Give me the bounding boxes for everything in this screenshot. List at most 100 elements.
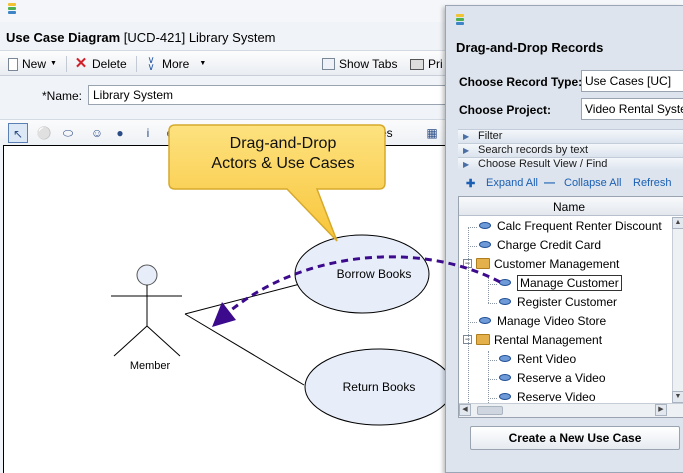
tree-connector xyxy=(468,322,477,323)
new-button-label: New xyxy=(22,57,47,71)
tree-item-label: Rent Video xyxy=(517,352,577,366)
tree-item-label: Customer Management xyxy=(494,257,620,271)
scroll-right-icon[interactable]: ▶ xyxy=(655,404,667,416)
folder-icon xyxy=(476,334,490,346)
tree-item[interactable]: Rent Video xyxy=(499,350,576,369)
use-case-icon xyxy=(479,241,491,249)
new-document-icon xyxy=(8,57,18,71)
tree-connector xyxy=(488,284,497,285)
tree-toolbar: ✚ Expand All — Collapse All Refresh xyxy=(458,174,683,194)
print-button[interactable]: Pri xyxy=(410,55,443,73)
tree-connector xyxy=(468,227,477,228)
more-button[interactable]: ∨∨ More ▼ xyxy=(144,55,206,73)
tree-item[interactable]: Reserve Video xyxy=(499,388,596,407)
scroll-up-icon[interactable]: ▲ xyxy=(672,217,683,229)
create-new-use-case-label: Create a New Use Case xyxy=(508,431,642,445)
show-tabs-label: Show Tabs xyxy=(339,57,398,71)
actor-label: Member xyxy=(130,360,171,372)
printer-icon xyxy=(410,58,424,70)
toolbar-divider xyxy=(136,56,137,72)
collapse-toggle-icon[interactable]: − xyxy=(463,334,472,345)
name-row: *Name: xyxy=(0,80,683,110)
chevron-down-icon: ▼ xyxy=(199,60,207,67)
page-title: Use Case Diagram [UCD-421] Library Syste… xyxy=(6,30,276,45)
tree-connector xyxy=(468,227,469,403)
result-view-section[interactable]: Choose Result View / Find xyxy=(458,157,683,171)
use-case-icon xyxy=(499,279,511,287)
app-logo-icon xyxy=(8,3,16,17)
project-select[interactable]: Video Rental System xyxy=(581,98,683,120)
search-records-section[interactable]: Search records by text xyxy=(458,143,683,157)
panel-logo-icon xyxy=(456,14,464,28)
name-input[interactable] xyxy=(88,85,448,105)
scroll-down-icon[interactable]: ▼ xyxy=(672,391,683,403)
filter-section[interactable]: Filter xyxy=(458,129,683,143)
tree-item[interactable]: Register Customer xyxy=(499,293,617,312)
more-button-label: More xyxy=(162,57,190,71)
use-case-group-tool-icon[interactable]: ● xyxy=(116,126,124,140)
tree-folder[interactable]: −Customer Management xyxy=(463,255,619,274)
tree-item-label: Manage Video Store xyxy=(497,314,607,328)
tree-connector xyxy=(488,275,489,303)
use-case-label: Borrow Books xyxy=(337,267,412,281)
record-type-label: Choose Record Type: xyxy=(459,75,583,89)
tree-folder[interactable]: −Rental Management xyxy=(463,331,602,350)
scroll-left-icon[interactable]: ◀ xyxy=(459,404,471,416)
tree-connector xyxy=(488,351,489,407)
use-case-icon xyxy=(499,393,511,401)
panel-title: Drag-and-Drop Records xyxy=(456,40,604,55)
collapse-all-link[interactable]: Collapse All xyxy=(564,177,622,189)
folder-icon xyxy=(476,258,490,270)
callout-text: Drag-and-Drop Actors & Use Cases xyxy=(185,134,381,174)
actor-group-tool-icon[interactable]: ☺ xyxy=(90,126,104,140)
select-pointer-tool[interactable]: ↖ xyxy=(8,123,28,143)
delete-button-label: Delete xyxy=(92,57,127,71)
tree-connector xyxy=(488,398,497,399)
drag-and-drop-records-panel: Drag-and-Drop Records Choose Record Type… xyxy=(445,5,683,473)
record-type-select[interactable]: Use Cases [UC] xyxy=(581,70,683,92)
show-tabs-button[interactable]: Show Tabs xyxy=(322,55,397,73)
expand-all-icon: ✚ xyxy=(466,178,476,190)
tree-item[interactable]: Charge Credit Card xyxy=(479,236,601,255)
tree-item-label: Reserve a Video xyxy=(517,371,606,385)
use-case-icon xyxy=(499,374,511,382)
callout-line1: Drag-and-Drop xyxy=(229,135,337,152)
actor-member[interactable] xyxy=(111,264,182,357)
use-case-label: Return Books xyxy=(343,380,416,394)
tree-item[interactable]: Calc Frequent Renter Discount xyxy=(479,217,662,236)
chevron-down-icon: ▼ xyxy=(50,60,57,67)
tree-item-label: Calc Frequent Renter Discount xyxy=(497,219,662,233)
use-case-tool-icon[interactable]: ⬭ xyxy=(62,126,74,140)
horizontal-scroll-thumb[interactable] xyxy=(477,406,503,415)
name-column-label: Name xyxy=(552,200,585,214)
refresh-link[interactable]: Refresh xyxy=(633,177,672,189)
create-new-use-case-button[interactable]: Create a New Use Case xyxy=(470,426,680,450)
actor-tool-icon[interactable]: ⚪ xyxy=(36,126,52,140)
page-title-type: Use Case Diagram xyxy=(6,30,121,45)
double-chevron-down-icon: ∨∨ xyxy=(147,55,155,73)
use-case-icon xyxy=(479,222,491,230)
tree-item[interactable]: Manage Customer xyxy=(499,274,622,293)
delete-x-icon: ✕ xyxy=(74,55,88,72)
association-line xyxy=(184,313,305,386)
expand-all-link[interactable]: Expand All xyxy=(486,177,538,189)
tree-connector xyxy=(468,246,477,247)
tree-horizontal-scrollbar[interactable]: ◀ ▶ xyxy=(459,403,683,417)
include-tool-icon[interactable]: i xyxy=(146,126,150,140)
collapse-all-icon: — xyxy=(544,177,555,189)
page-title-record: [UCD-421] Library System xyxy=(123,30,276,45)
use-case-icon xyxy=(499,355,511,363)
new-button[interactable]: New ▼ xyxy=(8,55,57,73)
tree-item[interactable]: Reserve a Video xyxy=(499,369,606,388)
tree-item[interactable]: Manage Video Store xyxy=(479,312,606,331)
tree-vertical-scrollbar[interactable]: ▲ ▼ xyxy=(672,217,683,403)
use-case-icon xyxy=(479,317,491,325)
name-label: *Name: xyxy=(42,89,83,103)
tree-connector xyxy=(488,379,497,380)
association-line xyxy=(184,283,301,315)
tree-connector xyxy=(488,360,497,361)
tree-column-header[interactable]: Name xyxy=(459,197,683,216)
delete-button[interactable]: ✕ Delete xyxy=(74,55,127,73)
tree-connector xyxy=(488,303,497,304)
align-tool-icon[interactable]: ▦ xyxy=(426,126,438,140)
